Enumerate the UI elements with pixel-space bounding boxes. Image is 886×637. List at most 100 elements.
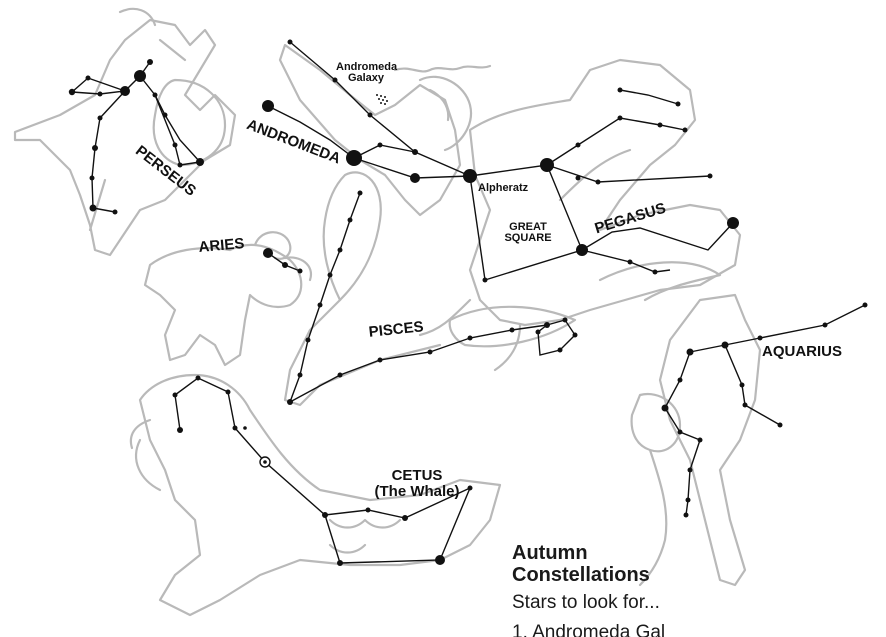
star (358, 191, 363, 196)
star (366, 508, 371, 513)
star (740, 383, 745, 388)
star (226, 390, 231, 395)
star (758, 336, 763, 341)
star (658, 123, 663, 128)
star (468, 336, 473, 341)
star (435, 555, 445, 565)
star (98, 92, 103, 97)
star (563, 318, 568, 323)
star (177, 427, 183, 433)
star (90, 176, 95, 181)
label-cetus-line1: CETUS (372, 468, 462, 483)
star (540, 158, 554, 172)
star (687, 349, 694, 356)
star (69, 89, 75, 95)
star (573, 333, 578, 338)
star (113, 210, 118, 215)
cetus-jaw (131, 420, 160, 490)
star (134, 70, 146, 82)
star (402, 515, 408, 521)
star (778, 423, 783, 428)
star (262, 100, 274, 112)
mira-variable-star-center (263, 460, 267, 464)
star (653, 270, 658, 275)
star (163, 113, 168, 118)
star (263, 248, 273, 258)
star (233, 426, 238, 431)
star (346, 150, 362, 166)
perseus-lines-2 (92, 91, 125, 212)
star (196, 158, 204, 166)
pisces-fish-upper (324, 172, 381, 300)
star (688, 468, 693, 473)
star (173, 393, 178, 398)
caption-title: Autumn Constellations (512, 542, 812, 586)
star (698, 438, 703, 443)
star (686, 498, 691, 503)
star (463, 169, 477, 183)
star (544, 322, 550, 328)
label-great-square: GREAT SQUARE (498, 222, 558, 244)
pisces-fish-lower (450, 307, 575, 346)
star (173, 143, 178, 148)
aquarius-lines-2 (665, 352, 700, 440)
caption-list-item: 1. Andromeda Gal (512, 621, 812, 637)
star (378, 358, 383, 363)
star (287, 399, 293, 405)
star (628, 260, 633, 265)
star (536, 330, 541, 335)
star (412, 149, 418, 155)
label-aquarius: AQUARIUS (762, 344, 842, 359)
label-alpheratz: Alpheratz (478, 183, 528, 194)
aries-figure (145, 245, 301, 365)
star (86, 76, 91, 81)
andromeda-chain (395, 66, 490, 71)
pisces-ribbon (285, 300, 440, 405)
star (243, 426, 247, 430)
star (147, 59, 153, 65)
star (328, 273, 333, 278)
perseus-shield (154, 80, 225, 165)
caption-title-line1: Autumn (512, 542, 812, 564)
star (676, 102, 681, 107)
star (618, 116, 623, 121)
perseus-figure (15, 20, 235, 255)
pegasus-lines-2 (547, 118, 685, 165)
cetus-lines (175, 378, 235, 430)
star (410, 173, 420, 183)
star (558, 348, 563, 353)
cetus-tail-scales (330, 520, 400, 553)
aquarius-lines-4 (686, 440, 700, 515)
caption-block: Autumn Constellations Stars to look for.… (512, 542, 812, 637)
label-great-square-line2: SQUARE (498, 233, 558, 244)
star (196, 376, 201, 381)
star (576, 244, 588, 256)
star (153, 93, 158, 98)
star (348, 218, 353, 223)
star (90, 205, 97, 212)
star (120, 86, 130, 96)
label-aries: ARIES (198, 236, 245, 255)
label-andromeda-galaxy: Andromeda Galaxy (336, 62, 396, 84)
andromeda-hair (420, 77, 471, 150)
perseus-head-detail (90, 9, 185, 230)
star (378, 143, 383, 148)
star (678, 378, 683, 383)
andromeda-lines-2 (354, 145, 415, 158)
star (298, 373, 303, 378)
pegasus-wing (560, 150, 720, 300)
star (683, 128, 688, 133)
star (368, 113, 373, 118)
star (178, 163, 183, 168)
star (863, 303, 868, 308)
caption-subtitle: Stars to look for... (512, 591, 812, 615)
star (576, 143, 581, 148)
caption-title-line2: Constellations (512, 564, 812, 586)
andromeda-galaxy-marker (376, 94, 388, 105)
star (338, 373, 343, 378)
pegasus-legs (420, 300, 520, 370)
star (684, 513, 689, 518)
pegasus-lines (547, 165, 710, 182)
star (722, 342, 729, 349)
star (338, 248, 343, 253)
